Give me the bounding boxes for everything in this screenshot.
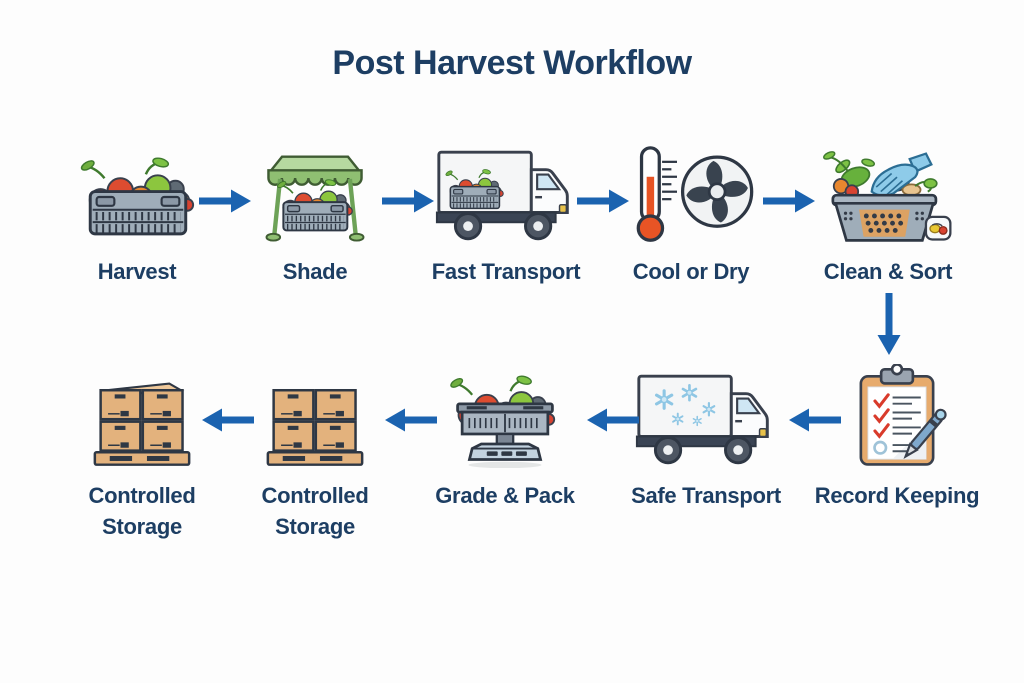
stage-cool-or-dry: Cool or Dry bbox=[601, 128, 781, 287]
page-title: Post Harvest Workflow bbox=[332, 44, 692, 82]
stage-label: Shade bbox=[282, 259, 348, 284]
stage-label: Safe Transport bbox=[631, 483, 781, 508]
stage-clean-sort: Clean & Sort bbox=[798, 128, 978, 287]
pallet-boxes-icon bbox=[261, 352, 369, 468]
flow-arrow-left-3 bbox=[385, 408, 437, 432]
stage-controlled-storage-2: Controlled Storage bbox=[225, 352, 405, 542]
stage-harvest: Harvest bbox=[47, 128, 227, 287]
stage-controlled-storage-1: Controlled Storage bbox=[52, 352, 232, 542]
clipboard-checklist-icon bbox=[845, 352, 949, 468]
flow-arrow-left-4 bbox=[202, 408, 254, 432]
harvest-crate-icon bbox=[73, 128, 201, 244]
flow-arrow-left-2 bbox=[587, 408, 639, 432]
stage-label: Controlled Storage bbox=[88, 483, 196, 539]
refrigerated-truck-icon bbox=[633, 352, 779, 468]
weighing-scale-icon bbox=[443, 352, 567, 468]
pallet-boxes-icon bbox=[88, 352, 196, 468]
flow-arrow-right-3 bbox=[577, 189, 629, 213]
stage-label: Controlled Storage bbox=[261, 483, 369, 539]
stage-label: Harvest bbox=[97, 259, 177, 284]
flow-arrow-down bbox=[877, 293, 901, 355]
stage-record-keeping: Record Keeping bbox=[807, 352, 987, 511]
thermometer-fan-icon bbox=[621, 128, 761, 244]
stage-fast-transport: Fast Transport bbox=[416, 128, 596, 287]
stage-label: Grade & Pack bbox=[435, 483, 575, 508]
stage-label: Cool or Dry bbox=[632, 259, 750, 284]
produce-truck-icon bbox=[433, 128, 579, 244]
stage-label: Clean & Sort bbox=[823, 259, 953, 284]
flow-arrow-left-1 bbox=[789, 408, 841, 432]
shade-canopy-icon bbox=[251, 128, 379, 244]
sorting-basket-hand-icon bbox=[821, 128, 955, 244]
stage-grade-pack: Grade & Pack bbox=[415, 352, 595, 511]
stage-safe-transport: Safe Transport bbox=[616, 352, 796, 511]
stage-label: Record Keeping bbox=[814, 483, 980, 508]
flow-arrow-right-4 bbox=[763, 189, 815, 213]
stage-shade: Shade bbox=[225, 128, 405, 287]
stage-label: Fast Transport bbox=[431, 259, 581, 284]
flow-arrow-right-2 bbox=[382, 189, 434, 213]
flow-arrow-right-1 bbox=[199, 189, 251, 213]
